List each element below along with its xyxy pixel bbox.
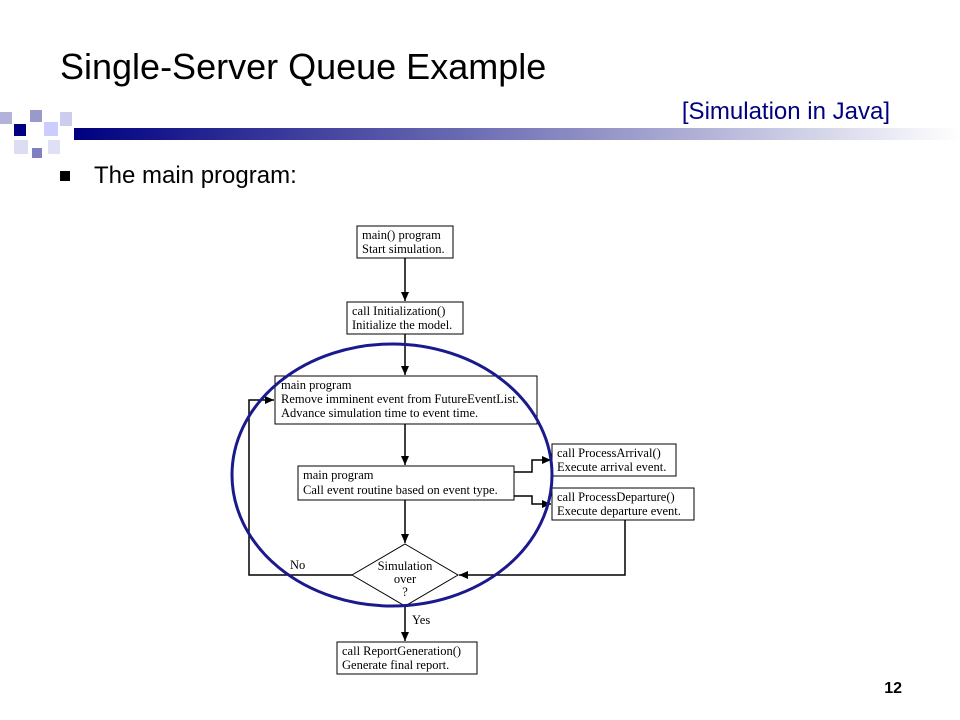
start-line-2: Start simulation. (362, 242, 445, 256)
start-line-1: main() program (362, 228, 441, 242)
process-arrival-box: call ProcessArrival() Execute arrival ev… (551, 443, 677, 477)
arrival-line-2: Execute arrival event. (557, 460, 666, 474)
init-line-2: Initialize the model. (352, 318, 452, 332)
square-bullet-icon (60, 171, 70, 181)
decision-line-3: ? (402, 585, 408, 599)
title-gradient-band (74, 128, 960, 140)
departure-line-1: call ProcessDeparture() (557, 490, 675, 504)
decor-square (14, 140, 28, 154)
dispatch-line-1: main program (303, 468, 374, 482)
page-number: 12 (884, 680, 902, 697)
dispatch-box: main program Call event routine based on… (297, 465, 515, 501)
remove-line-1: main program (281, 378, 352, 392)
no-label: No (290, 558, 305, 572)
slide-subtitle: [Simulation in Java] (681, 98, 890, 125)
decor-square (0, 112, 12, 124)
decor-square (30, 110, 42, 122)
decor-square (60, 112, 72, 126)
title-decoration (0, 110, 960, 158)
edge-dispatch-to-arrival (514, 456, 551, 473)
report-line-1: call ReportGeneration() (342, 644, 461, 658)
slide-title: Single-Server Queue Example (60, 46, 547, 87)
dispatch-line-2: Call event routine based on event type. (303, 483, 498, 497)
remove-line-2: Remove imminent event from FutureEventLi… (281, 392, 519, 406)
arrival-line-1: call ProcessArrival() (557, 446, 661, 460)
start-box: main() program Start simulation. (356, 225, 454, 259)
decision-line-1: Simulation (378, 559, 434, 573)
initialization-box: call Initialization() Initialize the mod… (346, 301, 464, 335)
process-departure-box: call ProcessDeparture() Execute departur… (551, 487, 695, 521)
yes-label: Yes (412, 613, 430, 627)
report-box: call ReportGeneration() Generate final r… (336, 641, 478, 675)
bullet-text: The main program: (94, 162, 297, 189)
report-line-2: Generate final report. (342, 658, 449, 672)
decor-square (48, 140, 60, 154)
remove-event-box: main program Remove imminent event from … (274, 375, 538, 425)
decision-diamond: Simulation over ? (351, 543, 459, 607)
decor-square (32, 148, 42, 158)
remove-line-3: Advance simulation time to event time. (281, 406, 478, 420)
init-line-1: call Initialization() (352, 304, 445, 318)
decision-line-2: over (394, 572, 417, 586)
decor-square (44, 122, 58, 136)
edge-departure-to-decision (459, 520, 626, 579)
highlight-oval (230, 342, 554, 608)
decor-square (14, 124, 26, 136)
bullet-item: The main program: (60, 162, 297, 190)
edge-dispatch-to-departure (514, 495, 551, 508)
departure-line-2: Execute departure event. (557, 504, 681, 518)
